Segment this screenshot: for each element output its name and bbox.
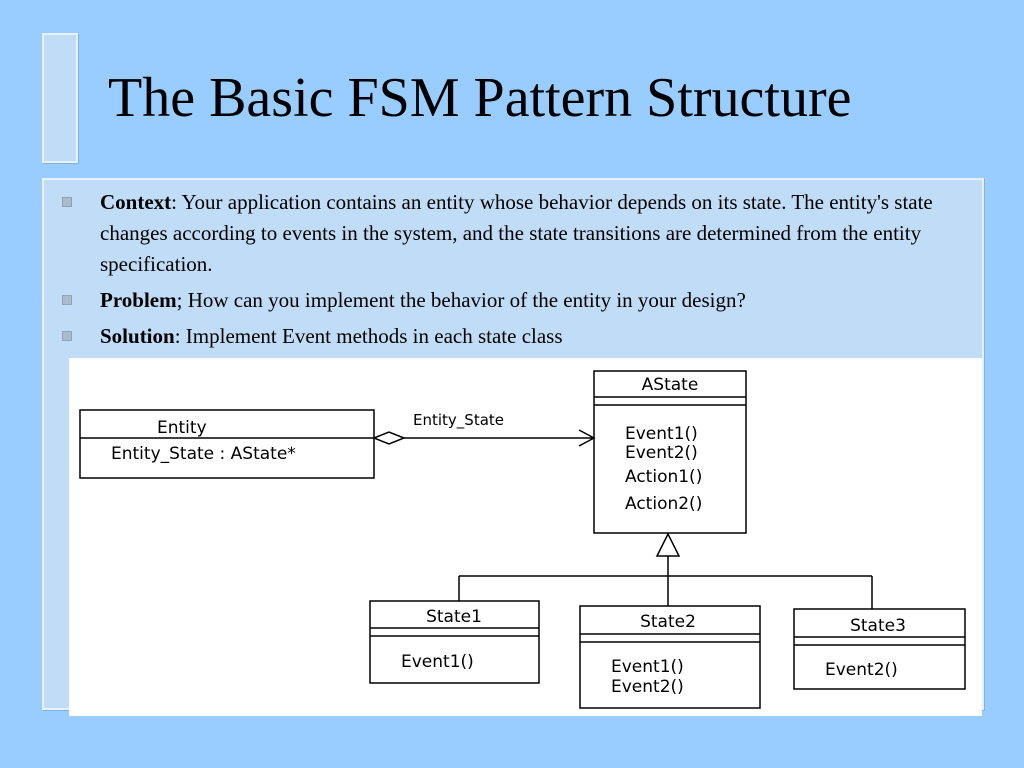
astate-method: Event1() — [625, 424, 698, 444]
bullet-text: Implement Event methods in each state cl… — [180, 324, 563, 348]
astate-method: Event2() — [625, 443, 698, 463]
bullet-term: Context — [100, 190, 172, 214]
state1-class-name: State1 — [426, 607, 482, 627]
inheritance-triangle — [655, 532, 681, 557]
entity-class-box — [79, 409, 375, 479]
state2-class-box — [579, 605, 761, 709]
bullet-square-icon — [62, 295, 72, 305]
bullet-term: Solution — [100, 324, 175, 348]
state2-class-name: State2 — [640, 612, 696, 632]
astate-method: Action2() — [625, 494, 702, 514]
bullet-solution: Solution: Implement Event methods in eac… — [60, 321, 985, 352]
state2-method: Event2() — [611, 677, 684, 697]
astate-class-name: AState — [642, 375, 699, 395]
state1-class-box — [369, 600, 540, 684]
bullet-square-icon — [62, 197, 72, 207]
bullet-separator: : — [174, 324, 181, 348]
uml-diagram: Entity Entity_State : AState* Entity_Sta… — [69, 358, 982, 716]
slide-title: The Basic FSM Pattern Structure — [108, 67, 852, 129]
bullet-list: Context: Your application contains an en… — [60, 187, 985, 357]
astate-class-box — [593, 370, 747, 534]
state3-class-name: State3 — [850, 616, 906, 636]
astate-method: Action1() — [625, 467, 702, 487]
bullet-context: Context: Your application contains an en… — [60, 187, 985, 280]
bullet-term: Problem — [100, 288, 177, 312]
bullet-separator: : — [171, 190, 177, 214]
bullet-text: How can you implement the behavior of th… — [182, 288, 746, 312]
bullet-problem: Problem; How can you implement the behav… — [60, 285, 985, 316]
association-arrowhead — [578, 429, 596, 447]
bullet-square-icon — [62, 331, 72, 341]
bullet-text: Your application contains an entity whos… — [100, 190, 933, 276]
state3-method: Event2() — [825, 660, 898, 680]
title-accent-bar — [42, 33, 78, 163]
bullet-separator: ; — [176, 288, 183, 312]
state3-class-box — [793, 608, 966, 690]
state1-method: Event1() — [401, 652, 474, 672]
state2-method: Event1() — [611, 657, 684, 677]
uml-diagram-svg: Entity Entity_State : AState* Entity_Sta… — [79, 370, 966, 709]
association-label: Entity_State — [413, 411, 504, 430]
entity-class-name: Entity — [157, 418, 207, 438]
entity-attribute: Entity_State : AState* — [111, 444, 296, 464]
aggregation-diamond — [371, 431, 407, 445]
